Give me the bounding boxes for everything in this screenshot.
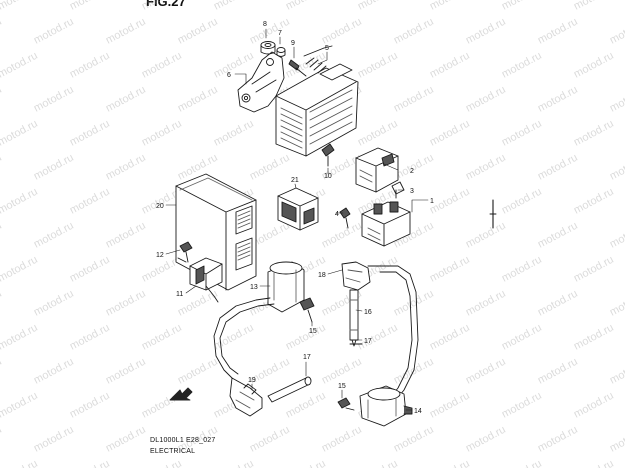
callout-4: 4 [335,211,339,218]
callout-5: 5 [325,45,329,52]
callout-21: 21 [291,177,299,184]
frame-edge-marker [489,199,497,229]
bracket-part-6 [237,51,285,113]
callout-13: 13 [250,284,258,291]
callout-16: 16 [364,309,372,316]
fuse-part-3 [391,181,405,199]
regulator-rectifier-part-5 [275,45,359,157]
high-tension-lead [379,265,419,401]
bolt-part-15-lower [337,397,355,411]
callout-11: 11 [176,291,183,298]
plug-cap-part-18 [341,261,381,291]
connector-part-21 [277,187,319,231]
section-caption: ELECTRICAL [150,448,196,455]
callout-2: 2 [410,168,414,175]
callout-1: 1 [430,198,434,205]
relay-base-part [361,201,411,247]
callout-6: 6 [227,72,231,79]
sensor-part-11 [177,257,223,303]
rod-part-17-lower [267,376,312,403]
bolt-part-9 [288,59,307,77]
collar-part-7 [276,47,286,57]
callout-15-upper: 15 [309,328,317,335]
screw-part-4 [339,207,351,229]
callout-7: 7 [278,30,282,37]
ignition-coil-part-13 [213,261,305,379]
front-direction-arrow-icon [169,387,193,401]
rod-part-16 [349,289,359,347]
bushing-part-8 [260,41,276,55]
leader-lines [165,28,429,411]
starter-relay-part-1 [355,147,399,193]
bolt-part-12 [179,241,193,263]
callout-3: 3 [410,188,414,195]
ecm-part-20 [175,173,257,291]
callout-8: 8 [263,21,267,28]
callout-10: 10 [324,173,332,180]
callout-19: 19 [248,377,256,384]
bolt-part-10 [321,143,335,167]
figure-title: FIG.27 [146,0,186,9]
callout-15-lower: 15 [338,383,346,390]
callout-14: 14 [414,408,422,415]
callout-17-upper: 17 [364,338,372,345]
callout-9: 9 [291,40,295,47]
callout-12: 12 [156,252,164,259]
diagram-code-caption: DL1000L1 E28_027 [150,437,216,444]
callout-17-lower: 17 [303,354,311,361]
callout-numbers: 8 7 9 5 6 10 2 3 1 4 21 20 12 11 13 18 1… [156,21,434,415]
callout-20: 20 [156,203,164,210]
plug-cap-part-19 [229,377,263,417]
callout-18: 18 [318,272,326,279]
bolt-part-15-upper [299,297,315,323]
ignition-coil-part-14 [359,385,413,427]
